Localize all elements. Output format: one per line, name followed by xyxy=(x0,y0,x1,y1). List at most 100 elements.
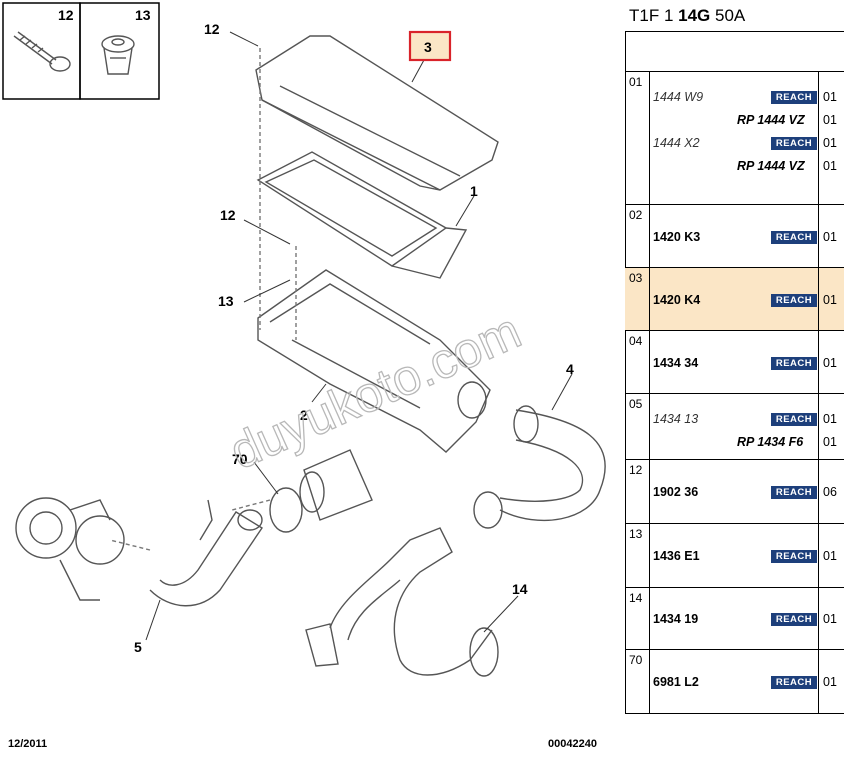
callout-2: 2 xyxy=(300,407,308,423)
reach-badge: REACH xyxy=(771,137,817,150)
callout-1: 1 xyxy=(470,183,478,199)
reach-badge: REACH xyxy=(771,676,817,689)
parts-list-panel: T1F 1 14G 50A 01 1444 W9 REACH 01 RP 1444 VZ… xyxy=(625,0,844,714)
row-divider xyxy=(818,524,819,587)
row-divider xyxy=(818,588,819,649)
row-line: 6981 L2 REACH 01 xyxy=(651,675,841,693)
parts-row-70[interactable]: 70 6981 L2 REACH 01 xyxy=(625,650,844,714)
reach-badge: REACH xyxy=(771,613,817,626)
part-reference: 1434 34 xyxy=(653,355,699,370)
reach-badge: REACH xyxy=(771,356,817,370)
part-quantity: 01 xyxy=(823,159,837,173)
part-quantity: 01 xyxy=(823,612,837,626)
row-divider xyxy=(818,650,819,713)
title-part-1: T1F 1 xyxy=(629,6,679,25)
filter-element xyxy=(256,151,448,267)
reach-badge: REACH xyxy=(771,486,817,499)
footer-reference: 00042240 xyxy=(548,738,597,750)
part-quantity: 01 xyxy=(823,675,837,689)
row-position: 05 xyxy=(629,397,643,411)
row-divider xyxy=(649,460,650,523)
part-quantity: 01 xyxy=(823,549,837,563)
callout-3: 3 xyxy=(424,39,432,55)
reach-badge: REACH xyxy=(771,550,817,563)
watermark: duyukoto.com xyxy=(222,302,529,480)
row-position: 01 xyxy=(629,75,643,89)
part-reference: 1444 W9 xyxy=(653,90,704,104)
callout-4: 4 xyxy=(566,361,574,377)
row-line: 1902 36 REACH 06 xyxy=(651,485,841,503)
part-reference: 6981 L2 xyxy=(653,675,699,689)
part-reference: 1420 K3 xyxy=(653,229,701,244)
part-quantity: 01 xyxy=(823,435,837,449)
parts-row-04[interactable]: 04 1434 34 REACH 01 xyxy=(625,331,844,394)
grommet-icon xyxy=(101,35,135,75)
hose-part-4 xyxy=(499,409,606,522)
row-divider xyxy=(649,524,650,587)
callout-12-side: 12 xyxy=(220,207,236,223)
row-position: 12 xyxy=(629,463,643,477)
row-position: 04 xyxy=(629,334,643,348)
reach-badge: REACH xyxy=(771,91,817,104)
replacement-reference: RP 1444 VZ xyxy=(737,113,805,127)
row-line: 1434 13 REACH 01 xyxy=(651,412,841,430)
footer-date: 12/2011 xyxy=(8,738,48,750)
reach-badge: REACH xyxy=(771,293,817,307)
part-quantity: 06 xyxy=(823,485,837,499)
row-divider xyxy=(649,72,650,204)
callout-12-inset: 12 xyxy=(58,7,74,23)
row-line: 1434 34 REACH 01 xyxy=(651,356,841,374)
parts-row-12[interactable]: 12 1902 36 REACH 06 xyxy=(625,460,844,524)
parts-row-02[interactable]: 02 1420 K3 REACH 01 xyxy=(625,205,844,268)
part-quantity: 01 xyxy=(823,412,837,426)
pipe-part-14 xyxy=(329,527,493,676)
row-position: 70 xyxy=(629,653,643,667)
row-divider xyxy=(649,268,650,330)
callout-14: 14 xyxy=(512,581,528,597)
hose-part-5 xyxy=(149,511,263,607)
row-position: 14 xyxy=(629,591,643,605)
reach-badge: REACH xyxy=(771,230,817,244)
part-reference: 1444 X2 xyxy=(653,136,700,150)
panel-frame xyxy=(625,32,844,714)
callout-70: 70 xyxy=(232,451,248,467)
inset-box-13 xyxy=(79,2,160,100)
callout-13-inset: 13 xyxy=(135,7,151,23)
part-quantity: 01 xyxy=(823,229,837,244)
part-quantity: 01 xyxy=(823,292,837,307)
filter-housing xyxy=(257,269,491,453)
row-position: 02 xyxy=(629,208,643,222)
screw-icon xyxy=(13,31,71,72)
callout-13-side: 13 xyxy=(218,293,234,309)
row-divider xyxy=(818,331,819,393)
part-quantity: 01 xyxy=(823,355,837,370)
row-divider xyxy=(818,394,819,459)
row-line: RP 1444 VZ 01 xyxy=(651,159,841,177)
title-part-2: 14G xyxy=(678,6,711,25)
row-divider xyxy=(649,650,650,713)
part-reference: 1434 13 xyxy=(653,412,699,426)
clamp-ring xyxy=(269,487,303,533)
panel-title: T1F 1 14G 50A xyxy=(625,0,844,32)
turbocharger xyxy=(15,497,125,601)
row-position: 13 xyxy=(629,527,643,541)
part-quantity: 01 xyxy=(823,136,837,150)
part-reference: 1902 36 xyxy=(653,485,699,499)
airflow-meter xyxy=(303,449,373,521)
reach-badge: REACH xyxy=(771,413,817,426)
row-divider xyxy=(649,331,650,393)
title-part-3: 50A xyxy=(710,6,746,25)
row-divider xyxy=(818,460,819,523)
parts-row-01[interactable]: 01 1444 W9 REACH 01 RP 1444 VZ 01 1444 X2 REACH… xyxy=(625,72,844,205)
replacement-reference: RP 1444 VZ xyxy=(737,159,805,173)
row-line: 1420 K3 REACH 01 xyxy=(651,230,841,248)
